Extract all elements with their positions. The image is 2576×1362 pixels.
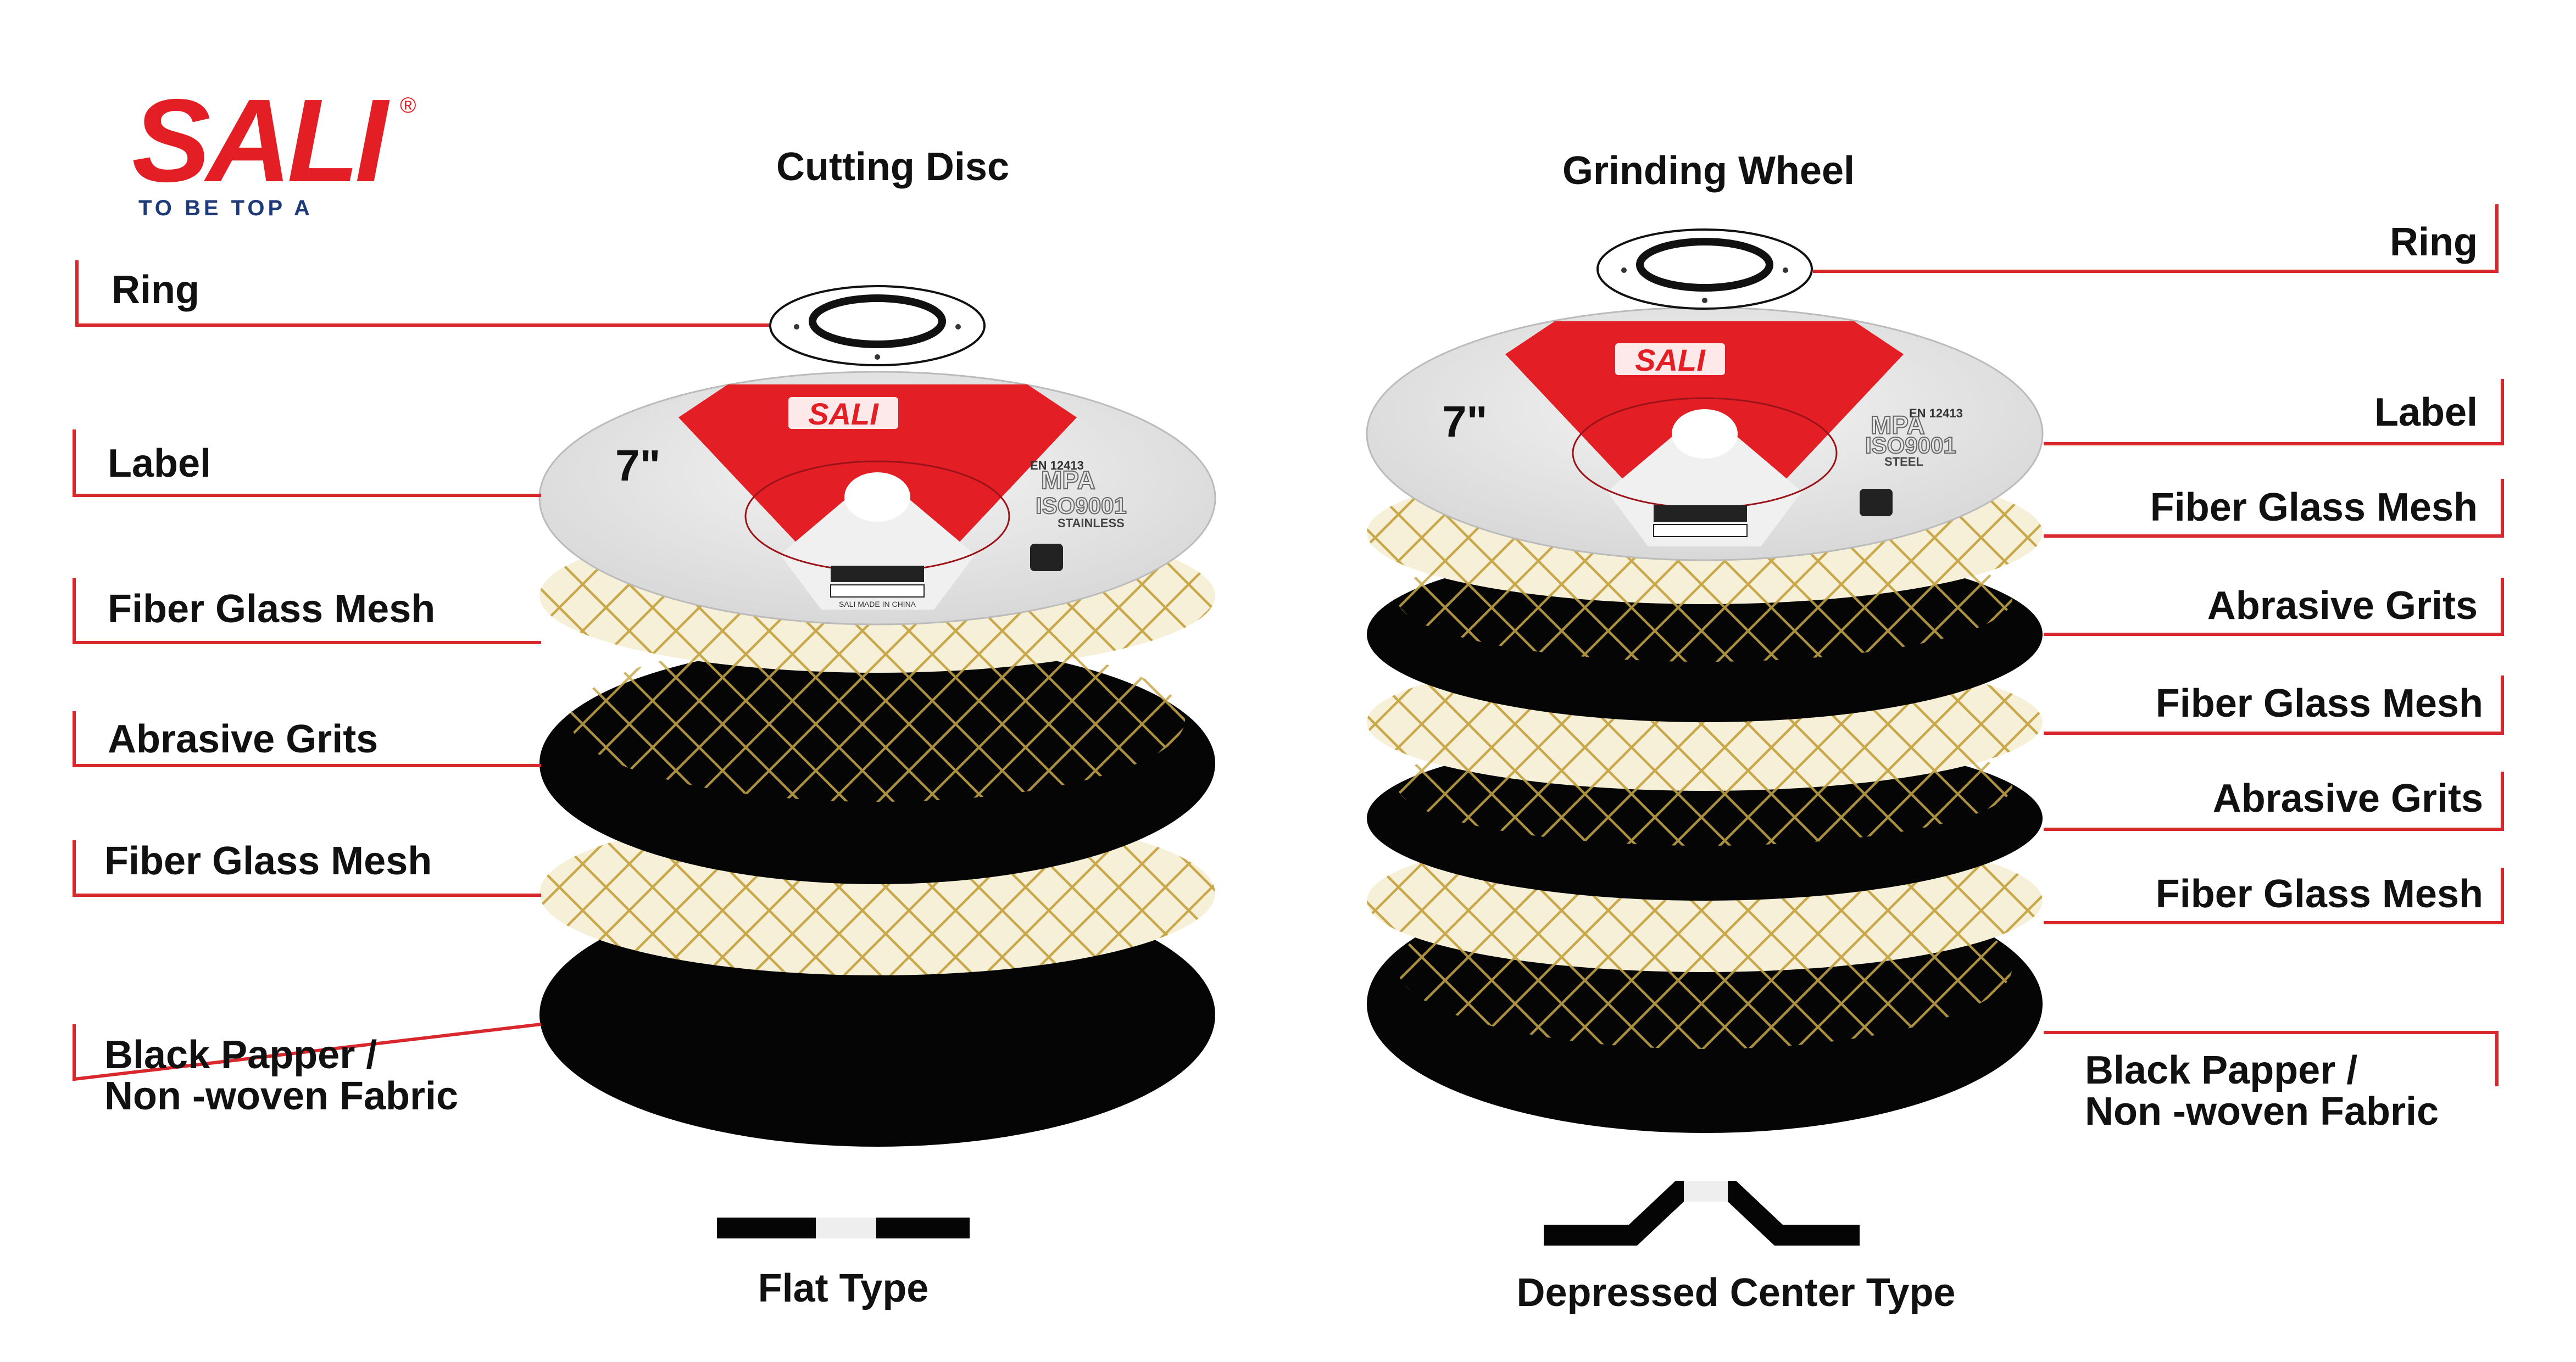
depressed-center-profile-icon [1544, 1181, 1860, 1246]
layer-label-fiber-glass-mesh: Fiber Glass Mesh [108, 587, 435, 631]
flat-type-profile-icon [717, 1218, 970, 1238]
left-layer-labels: Ring Label Fiber Glass Mesh Abrasive Gri… [104, 268, 458, 1118]
brand-tagline: TO BE TOP A [138, 196, 313, 220]
layer-label-ring: Ring [112, 268, 199, 312]
layer-label-fiber-glass-mesh: Fiber Glass Mesh [104, 839, 432, 883]
ring [770, 286, 984, 365]
grinding-wheel-stack: SALI 7" EN 12413 MPA ISO9001 STEEL [1367, 230, 2043, 1133]
layer-label-non-woven-fabric: Non -woven Fabric [2085, 1090, 2439, 1134]
label-made-in: SALI MADE IN CHINA [839, 600, 916, 609]
layer-label-label: Label [2374, 390, 2478, 434]
right-layer-labels: Ring Label Fiber Glass Mesh Abrasive Gri… [2085, 220, 2483, 1134]
label-disc: SALI 7" EN 12413 MPA ISO9001 STAINLESS S… [539, 372, 1215, 624]
layer-label-black-paper: Black Papper / [2085, 1048, 2357, 1092]
layer-label-fiber-glass-mesh: Fiber Glass Mesh [2156, 872, 2483, 916]
layer-label-non-woven-fabric: Non -woven Fabric [104, 1074, 458, 1118]
label-material: STAINLESS [1058, 516, 1125, 530]
label-iso: ISO9001 [1865, 432, 1956, 458]
ring [1598, 230, 1812, 309]
label-brand: SALI [1635, 343, 1706, 377]
layer-label-black-paper: Black Papper / [104, 1033, 377, 1077]
layer-label-abrasive-grits: Abrasive Grits [2213, 777, 2483, 820]
layer-label-fiber-glass-mesh: Fiber Glass Mesh [2156, 682, 2483, 725]
label-brand: SALI [808, 397, 879, 431]
depressed-center-type-label: Depressed Center Type [1517, 1271, 1956, 1315]
flat-type-label: Flat Type [758, 1266, 929, 1310]
layer-label-abrasive-grits: Abrasive Grits [2207, 584, 2478, 628]
label-size: 7" [615, 441, 660, 490]
label-material: STEEL [1884, 455, 1923, 468]
grinding-wheel-title: Grinding Wheel [1562, 149, 1855, 193]
brand-name: SALI [132, 74, 390, 206]
label-mpa: MPA [1041, 466, 1095, 494]
layer-label-abrasive-grits: Abrasive Grits [108, 717, 378, 761]
label-iso: ISO9001 [1036, 493, 1127, 518]
layer-label-label: Label [108, 442, 211, 485]
cutting-disc-stack: SALI 7" EN 12413 MPA ISO9001 STAINLESS S… [539, 286, 1215, 1147]
layer-label-fiber-glass-mesh: Fiber Glass Mesh [2150, 485, 2478, 529]
brand-logo: SALI ® TO BE TOP A [132, 74, 416, 220]
registered-mark: ® [400, 93, 416, 118]
layer-label-ring: Ring [2390, 220, 2478, 264]
label-disc: SALI 7" EN 12413 MPA ISO9001 STEEL [1367, 308, 2043, 560]
cutting-disc-title: Cutting Disc [776, 145, 1009, 189]
label-size: 7" [1442, 397, 1487, 446]
